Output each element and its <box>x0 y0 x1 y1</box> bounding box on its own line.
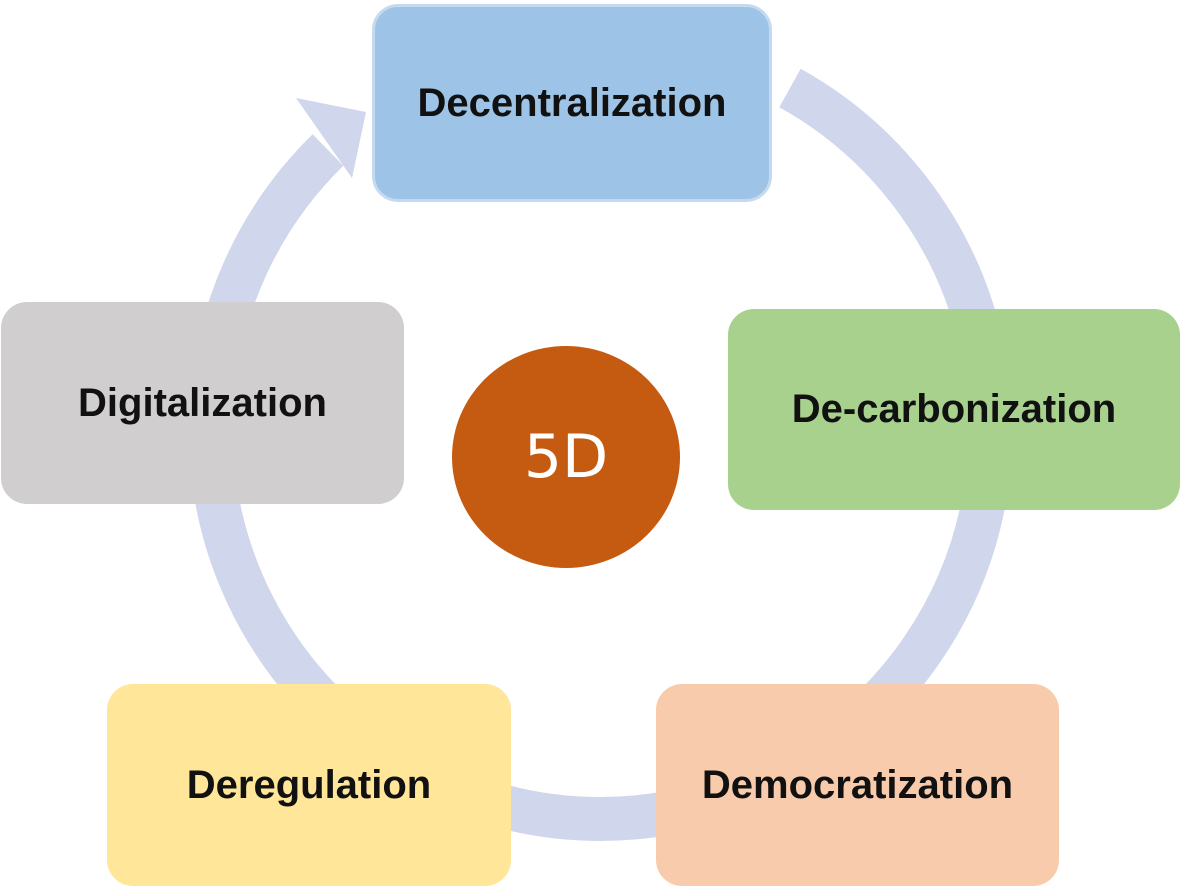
node-democratization-label: Democratization <box>701 762 1014 807</box>
node-deregulation-label: Deregulation <box>186 762 432 807</box>
node-decarbonization: De-carbonization <box>728 309 1180 510</box>
node-decarbonization-label: De-carbonization <box>791 387 1117 431</box>
center-hub-label: 5D <box>523 422 609 492</box>
node-digitalization-label: Digitalization <box>78 380 327 425</box>
node-deregulation: Deregulation <box>107 684 511 886</box>
node-digitalization: Digitalization <box>1 302 404 504</box>
node-democratization: Democratization <box>656 684 1059 886</box>
node-decentralization: Decentralization <box>372 4 772 202</box>
center-hub: 5D <box>452 346 680 568</box>
cycle-arrowhead <box>296 98 366 178</box>
node-decentralization-label: Decentralization <box>417 80 727 125</box>
